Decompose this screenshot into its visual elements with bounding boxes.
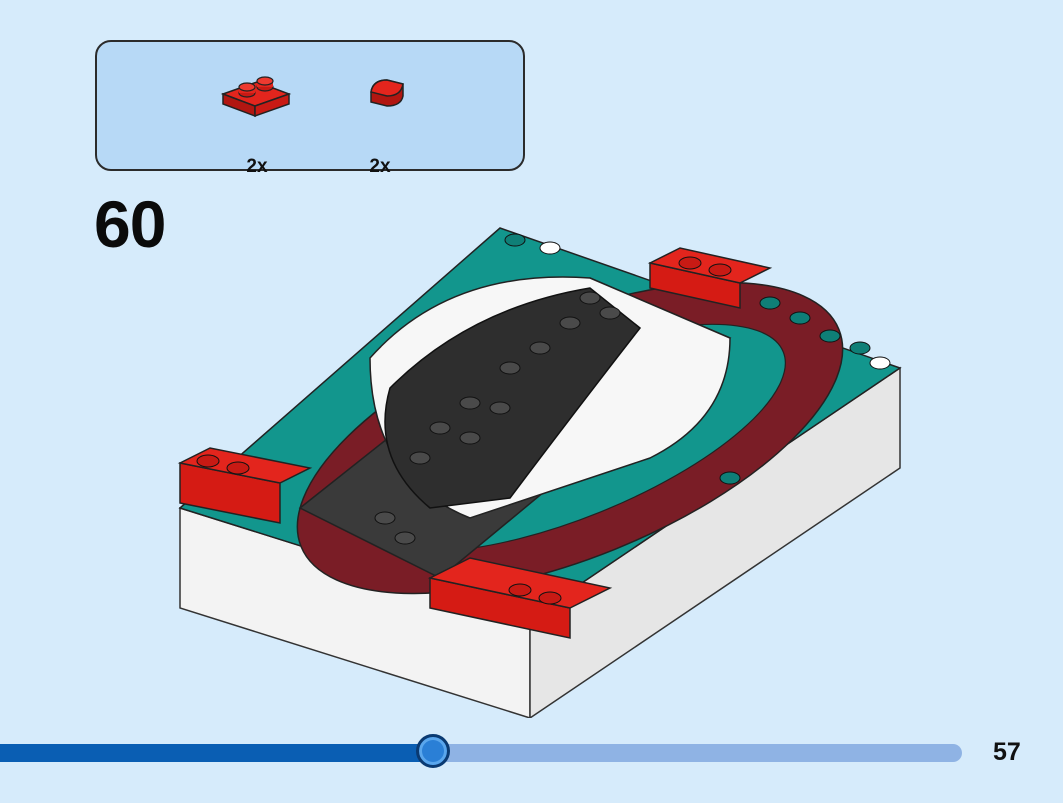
parts-list-item: 2x [219,72,319,177]
progress-fill [0,744,433,762]
parts-list-box: 2x 2x [95,40,525,177]
lego-model-illustration [177,227,902,718]
part-quantity: 2x [246,156,268,177]
red-round-tile-icon [370,79,404,107]
progress-knob[interactable] [415,734,450,768]
red-plate-1x2-icon [220,76,292,118]
parts-list-item: 2x [361,72,461,177]
step-number: 60 [94,187,166,261]
page-number: 57 [993,738,1021,766]
part-quantity: 2x [369,156,391,177]
